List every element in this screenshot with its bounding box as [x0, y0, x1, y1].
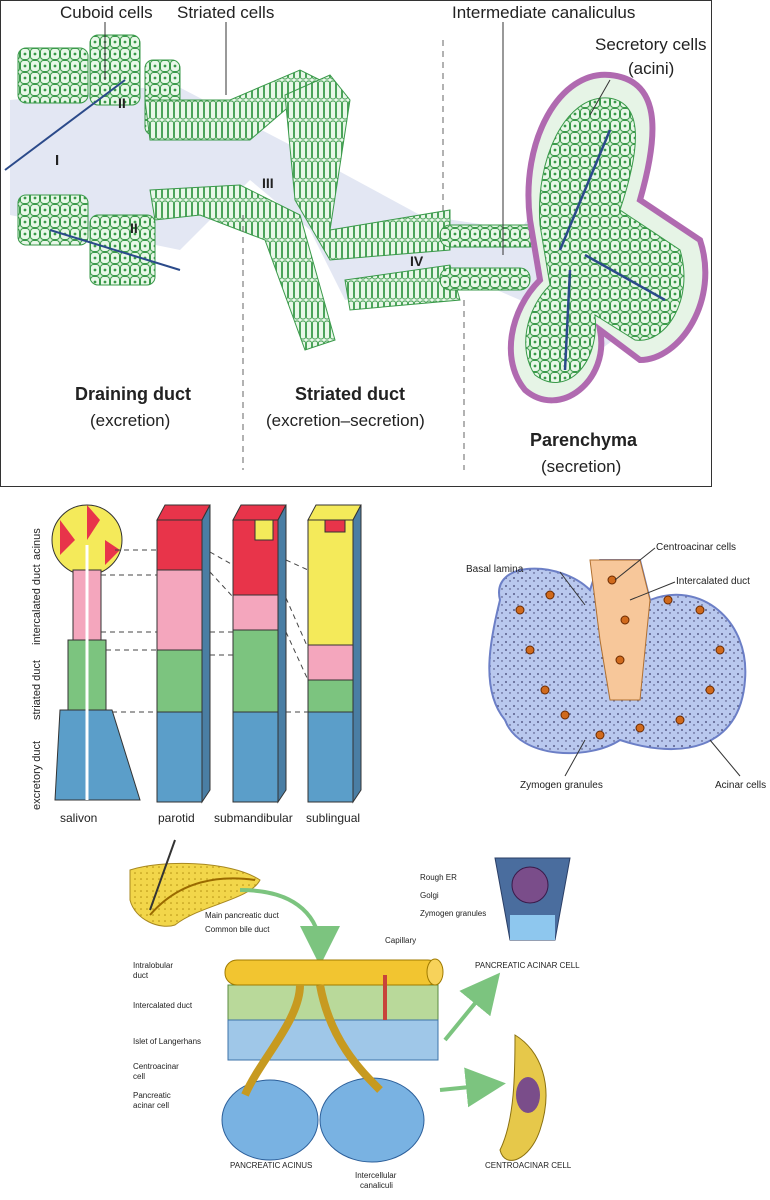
label-pancreatic-acinar-1: Pancreatic — [133, 1091, 171, 1100]
label-striated-duct: Striated duct — [295, 384, 405, 404]
main-duct-path — [149, 877, 256, 916]
label-zymogen-granules: Zymogen granules — [520, 780, 603, 791]
label-draining-sub: (excretion) — [90, 411, 170, 430]
cuboid-cell-cluster-bottom — [17, 194, 156, 286]
basement-membrane — [4, 79, 181, 271]
salivon-diagram — [51, 504, 141, 801]
intercalated-branches — [241, 984, 383, 1097]
secretory-acini — [507, 71, 709, 404]
side-label-striated-duct: striated duct — [31, 660, 43, 720]
leader-centroacinar — [614, 547, 656, 581]
label-draining-duct: Draining duct — [75, 384, 191, 404]
label-striated-cells: Striated cells — [177, 3, 274, 22]
column-submandibular — [232, 504, 287, 804]
leader-intercalated — [629, 581, 676, 601]
panel-salivon-comparison: acinus intercalated duct striated duct e… — [31, 504, 362, 825]
label-rough-er: Rough ER — [420, 873, 457, 882]
label-roman-II-top: II — [118, 95, 126, 111]
label-intercalated-duct-4: Intercalated duct — [133, 1001, 193, 1010]
label-capillary: Capillary — [385, 936, 416, 945]
label-centroacinar-2: cell — [133, 1072, 145, 1081]
side-label-excretory-duct: excretory duct — [31, 741, 43, 810]
label-pancreatic-acinus: PANCREATIC ACINUS — [230, 1161, 312, 1170]
label-roman-II-bottom: II — [130, 220, 138, 236]
label-zymogen-granules-4: Zymogen granules — [420, 909, 486, 918]
label-salivon: salivon — [60, 811, 97, 825]
side-label-acinus: acinus — [31, 528, 43, 560]
arrow-to-acinar-cell — [443, 972, 501, 1042]
panel-duct-system: Cuboid cells Striated cells Intermediate… — [0, 0, 712, 487]
striated-duct-walls — [144, 69, 461, 351]
label-secretory-cells: Secretory cells — [595, 35, 706, 54]
label-intercalated-duct: Intercalated duct — [676, 576, 750, 587]
nuclei — [515, 575, 725, 740]
label-roman-IV: IV — [410, 253, 424, 269]
label-roman-III: III — [262, 175, 274, 191]
label-acinar-cells: Acinar cells — [715, 780, 766, 791]
label-intralobular: Intralobular — [133, 961, 173, 970]
label-pancreatic-acinar-cell: PANCREATIC ACINAR CELL — [475, 961, 580, 970]
acinar-cell-granules — [510, 915, 555, 940]
label-sublingual: sublingual — [306, 811, 360, 825]
leader-secretory — [589, 79, 611, 116]
column-connectors — [101, 549, 309, 713]
acinus-lobe-right — [319, 1077, 425, 1163]
leader-zymogen — [564, 739, 586, 777]
label-centroacinar-cells: Centroacinar cells — [656, 542, 736, 553]
intercalated-canaliculus — [439, 224, 541, 291]
label-parenchyma-sub: (secretion) — [541, 457, 621, 476]
acinus-lobe-left — [221, 1079, 319, 1161]
bile-duct-path — [149, 839, 176, 911]
label-intermediate-canaliculus: Intermediate canaliculus — [452, 3, 635, 22]
acinar-cell-nucleus — [511, 866, 549, 904]
label-acini: (acini) — [628, 59, 674, 78]
label-parotid: parotid — [158, 811, 195, 825]
column-parotid — [156, 504, 211, 804]
label-submandibular: submandibular — [214, 811, 293, 825]
zoom-arrow — [239, 888, 340, 966]
label-common-bile-duct: Common bile duct — [205, 925, 270, 934]
duct-opening — [426, 958, 444, 986]
label-main-pancreatic-duct: Main pancreatic duct — [205, 911, 280, 920]
intralobular-duct — [224, 959, 441, 986]
label-intercellular: Intercellular — [355, 1171, 397, 1180]
side-labels: acinus intercalated duct striated duct e… — [31, 528, 43, 810]
label-islet: Islet of Langerhans — [133, 1037, 201, 1046]
label-centroacinar-1: Centroacinar — [133, 1062, 179, 1071]
label-cuboid-cells: Cuboid cells — [60, 3, 153, 22]
arrow-to-centroacinar-cell — [439, 1067, 506, 1108]
lobule-top-layer — [227, 984, 439, 1021]
side-label-intercalated-duct: intercalated duct — [31, 564, 43, 645]
leader-acinar — [709, 739, 741, 777]
label-centroacinar-cell: CENTROACINAR CELL — [485, 1161, 572, 1170]
panel-pancreatic-acinus: Main pancreatic duct Common bile duct Ca… — [129, 839, 580, 1190]
centroacinar-cell-nucleus — [516, 1077, 540, 1113]
column-sublingual — [307, 504, 362, 804]
label-intralobular-duct: duct — [133, 971, 149, 980]
label-golgi: Golgi — [420, 891, 439, 900]
label-canaliculi: canaliculi — [360, 1181, 393, 1190]
label-striated-sub: (excretion–secretion) — [266, 411, 425, 430]
label-basal-lamina: Basal lamina — [466, 564, 524, 575]
label-pancreatic-acinar-2: acinar cell — [133, 1101, 169, 1110]
panel-acinus-cross-section: Centroacinar cells Basal lamina Intercal… — [466, 542, 766, 791]
label-roman-I: I — [55, 152, 59, 169]
label-parenchyma: Parenchyma — [530, 430, 638, 450]
leader-basal-lamina — [559, 571, 586, 606]
